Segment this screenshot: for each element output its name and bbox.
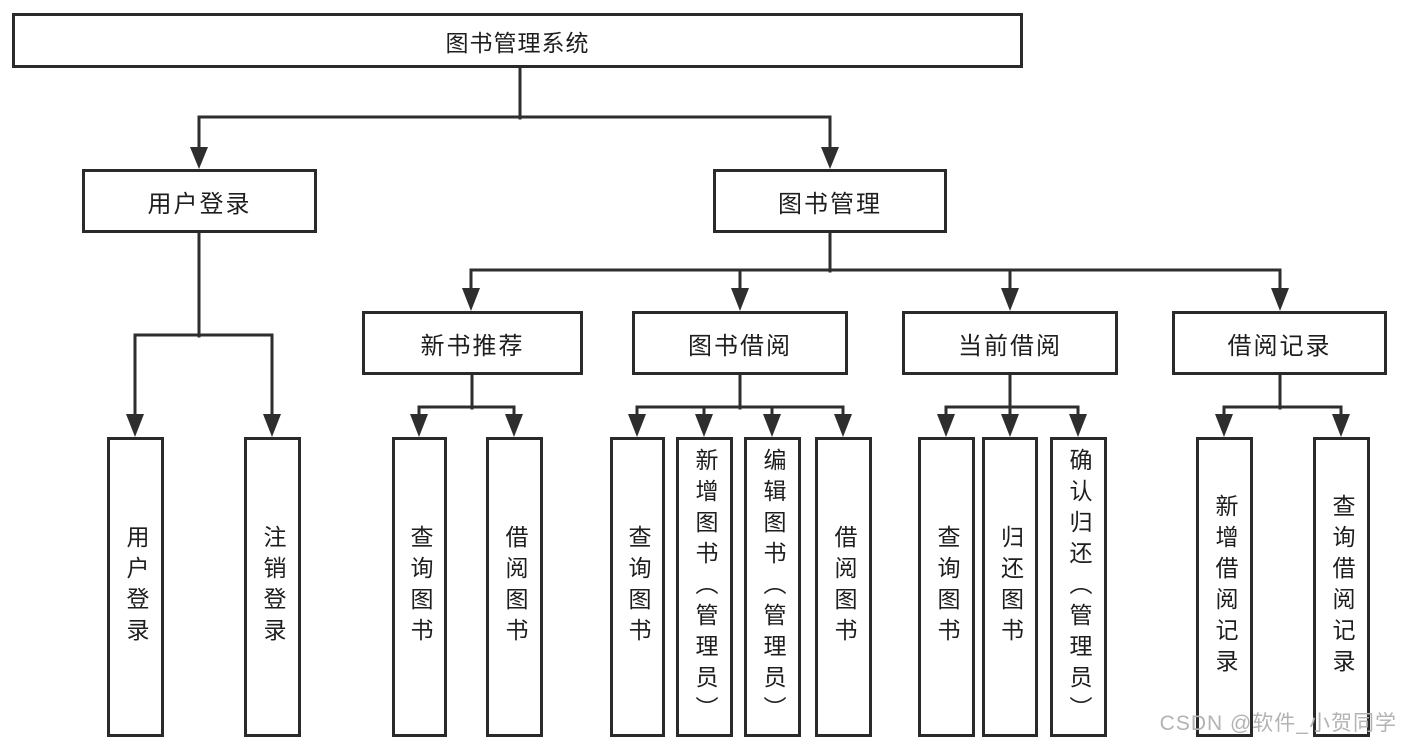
- leaf-logout-label: 注销登录: [260, 525, 286, 649]
- leaf-borrow-edit-book-label: 编辑图书（管理员）: [760, 447, 786, 727]
- node-root-label: 图书管理系统: [445, 29, 590, 56]
- node-book-borrow-label: 图书借阅: [688, 332, 792, 360]
- leaf-record-query-label: 查询借阅记录: [1329, 494, 1355, 680]
- leaf-user-login: 用户登录: [107, 437, 164, 737]
- node-new-book-recommend: 新书推荐: [362, 311, 583, 375]
- node-root: 图书管理系统: [12, 13, 1023, 68]
- node-borrow-record: 借阅记录: [1172, 311, 1387, 375]
- leaf-newbook-borrow-label: 借阅图书: [502, 525, 528, 649]
- edge-new-book-children: [410, 373, 523, 437]
- leaf-record-add: 新增借阅记录: [1196, 437, 1253, 737]
- leaf-record-add-label: 新增借阅记录: [1212, 494, 1238, 680]
- leaf-current-return-label: 归还图书: [997, 525, 1024, 649]
- leaf-current-confirm-return-label: 确认归还（管理员）: [1066, 447, 1092, 727]
- leaf-borrow-query-label: 查询图书: [625, 525, 651, 649]
- leaf-current-query-label: 查询图书: [934, 525, 960, 649]
- edge-borrow-record-children: [1215, 373, 1350, 437]
- edge-book-mgmt-children: [462, 231, 1289, 311]
- leaf-newbook-borrow: 借阅图书: [486, 437, 543, 737]
- node-user-login: 用户登录: [82, 169, 317, 233]
- leaf-record-query: 查询借阅记录: [1313, 437, 1370, 737]
- node-new-book-recommend-label: 新书推荐: [420, 332, 525, 360]
- leaf-newbook-query: 查询图书: [392, 437, 447, 737]
- leaf-current-return: 归还图书: [982, 437, 1038, 737]
- leaf-borrow-query: 查询图书: [610, 437, 665, 737]
- node-current-borrow: 当前借阅: [902, 311, 1118, 375]
- leaf-borrow-borrow-book: 借阅图书: [815, 437, 872, 737]
- node-user-login-label: 用户登录: [147, 190, 252, 218]
- node-book-management: 图书管理: [713, 169, 947, 233]
- leaf-newbook-query-label: 查询图书: [407, 525, 433, 649]
- node-borrow-record-label: 借阅记录: [1227, 332, 1332, 360]
- leaf-borrow-add-book-label: 新增图书（管理员）: [692, 447, 718, 727]
- node-current-borrow-label: 当前借阅: [958, 332, 1062, 360]
- leaf-borrow-add-book: 新增图书（管理员）: [676, 437, 733, 737]
- leaf-logout: 注销登录: [244, 437, 301, 737]
- edge-root-to-level2: [190, 66, 839, 169]
- edge-user-login-children: [126, 231, 281, 437]
- node-book-management-label: 图书管理: [778, 190, 882, 218]
- leaf-borrow-edit-book: 编辑图书（管理员）: [744, 437, 801, 737]
- watermark: CSDN @软件_小贺同学: [1159, 712, 1397, 735]
- node-book-borrow: 图书借阅: [632, 311, 848, 375]
- edge-book-borrow-children: [628, 373, 852, 437]
- edge-current-borrow-children: [937, 373, 1087, 437]
- leaf-current-query: 查询图书: [918, 437, 975, 737]
- leaf-current-confirm-return: 确认归还（管理员）: [1050, 437, 1107, 737]
- leaf-borrow-borrow-book-label: 借阅图书: [831, 525, 857, 649]
- leaf-user-login-label: 用户登录: [123, 525, 149, 649]
